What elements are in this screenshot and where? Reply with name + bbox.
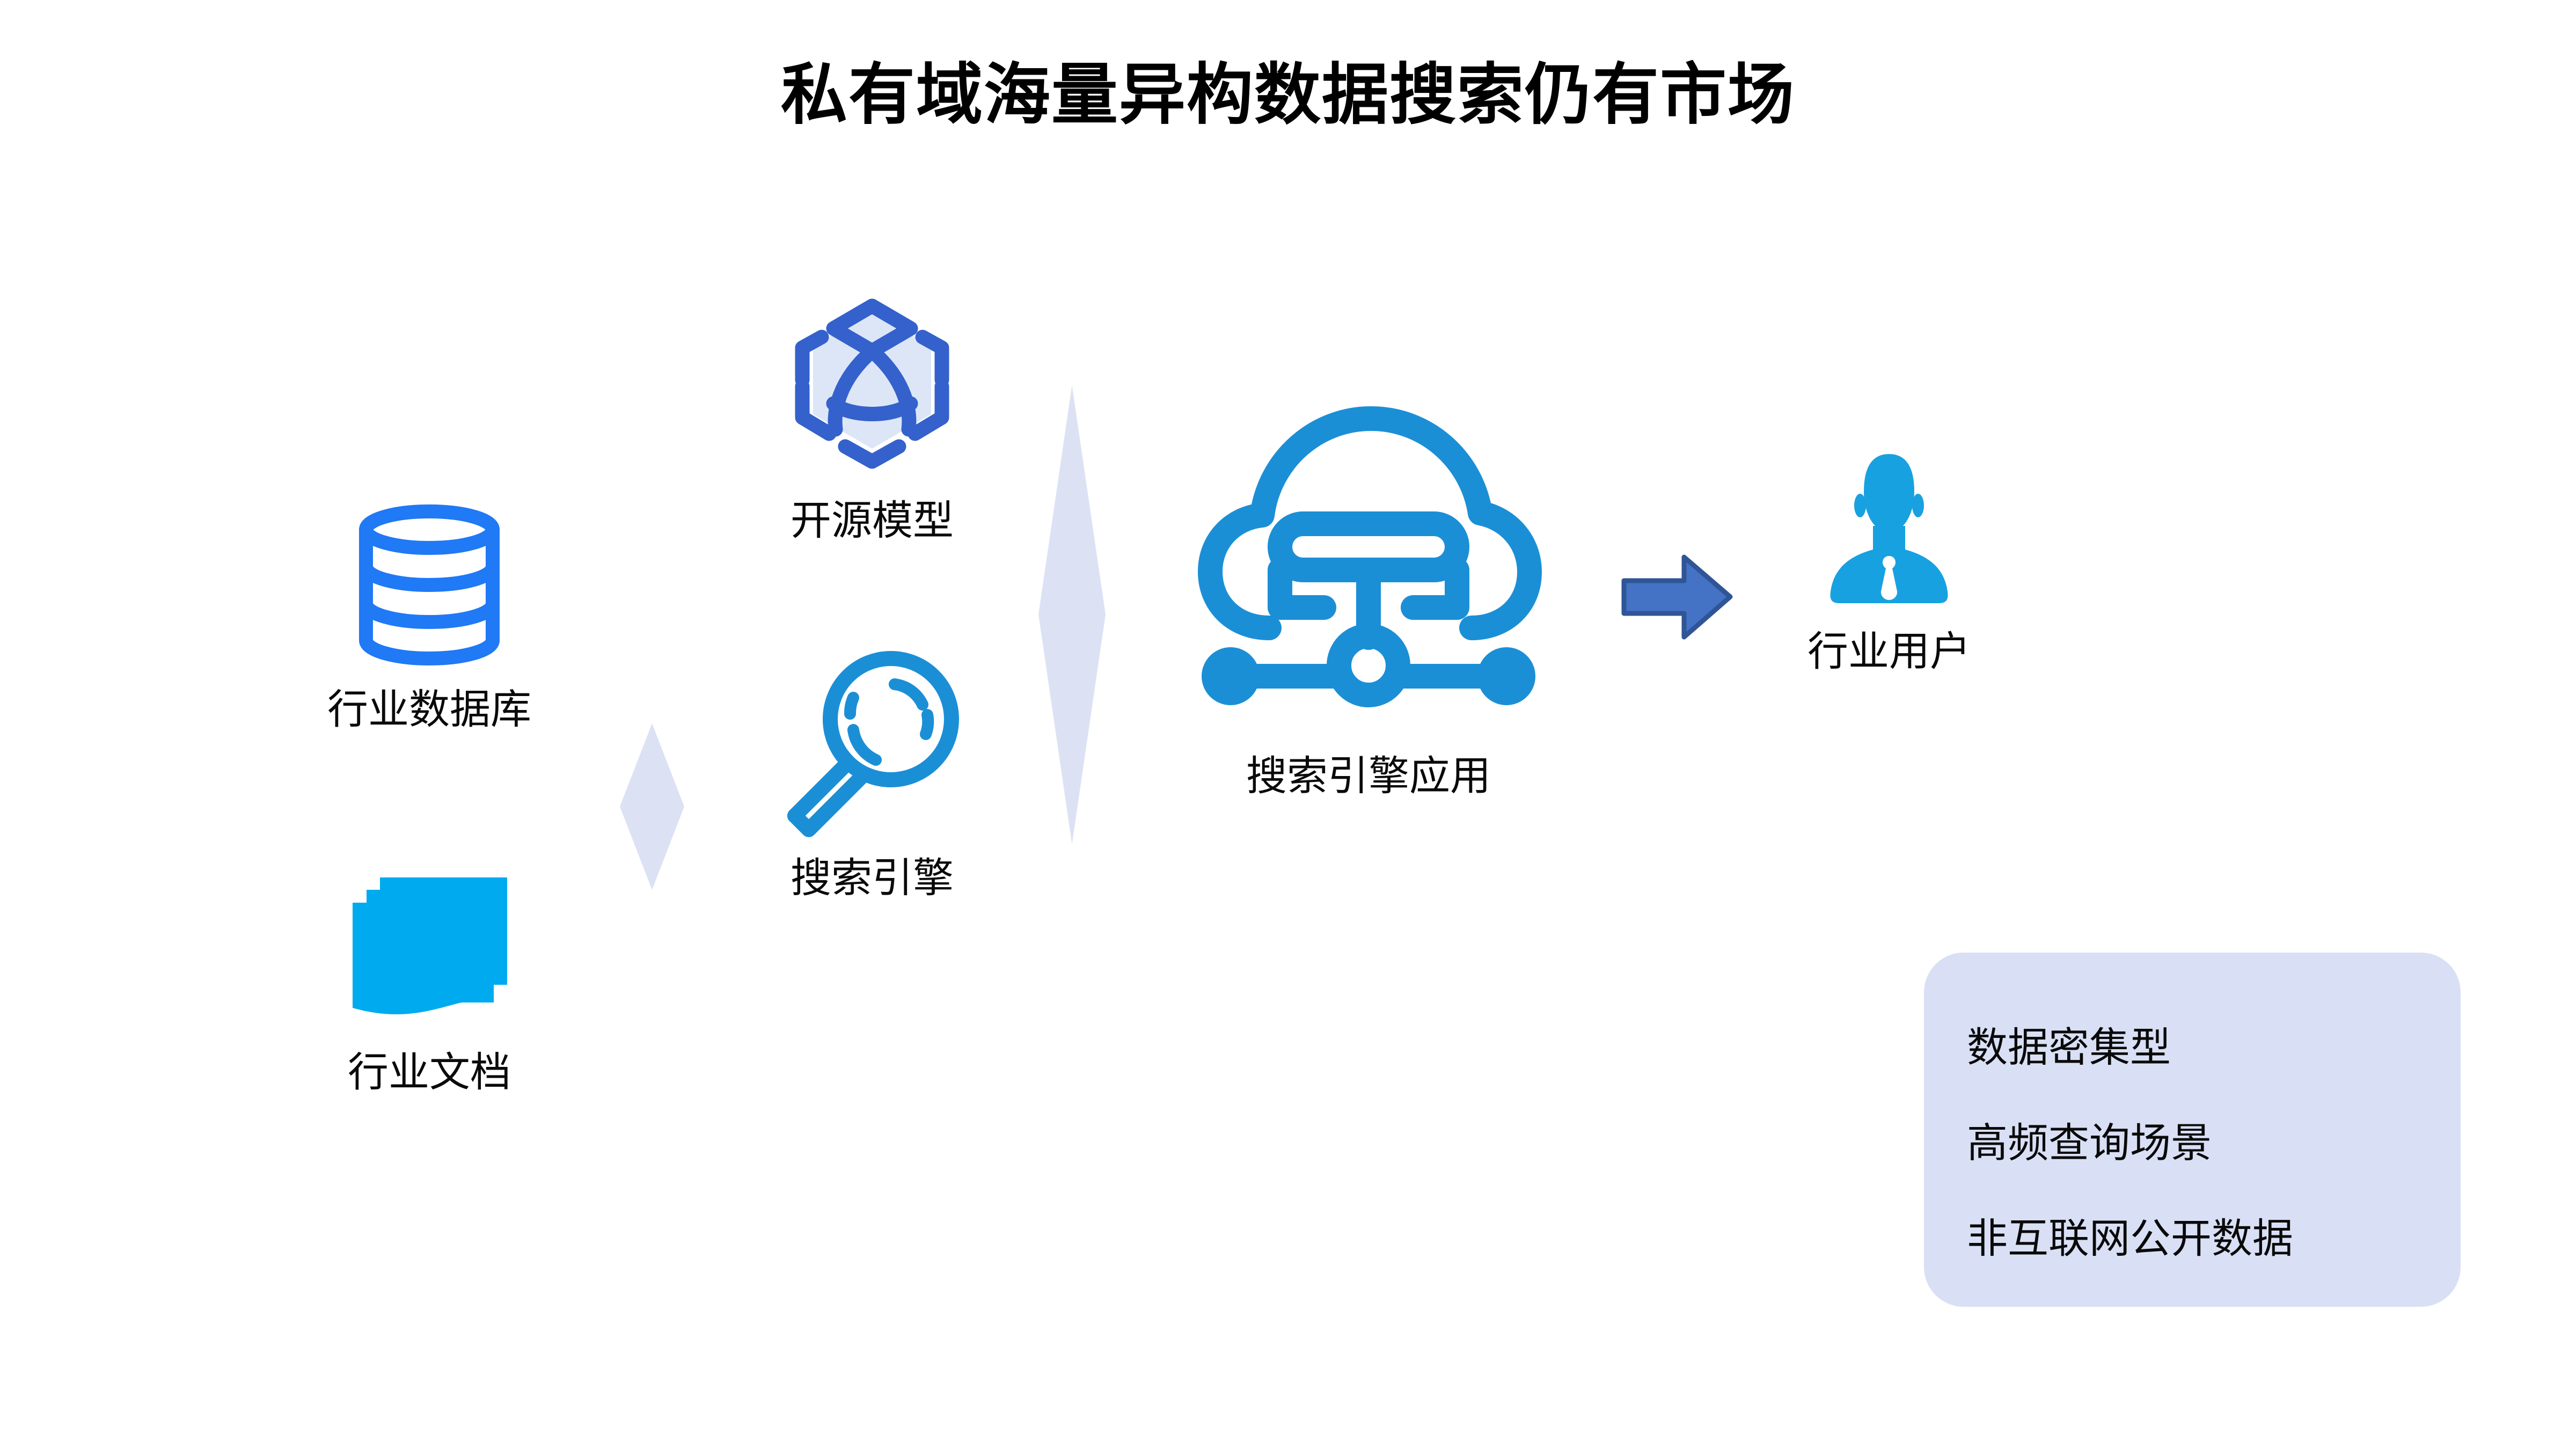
node-label-open-source-model: 开源模型: [791, 498, 954, 544]
node-label-industry-database: 行业数据库: [327, 687, 531, 733]
stacked-documents-icon: [346, 869, 513, 1028]
page-title: 私有域海量异构数据搜索仍有市场: [780, 58, 1795, 132]
node-label-industry-user: 行业用户: [1807, 629, 1971, 675]
node-open-source-model: 开源模型: [714, 279, 1030, 544]
diamond-connector-icon: [620, 723, 684, 892]
callout-line-2: 高频查询场景: [1967, 1121, 2212, 1166]
callout-line-1: 数据密集型: [1967, 1025, 2171, 1071]
node-industry-documents: 行业文档: [301, 869, 558, 1096]
node-industry-database: 行业数据库: [301, 504, 558, 733]
cloud-network-icon: [1183, 397, 1554, 733]
database-cylinder-icon: [357, 504, 502, 668]
node-label-search-engine-application: 搜索引擎应用: [1246, 753, 1491, 799]
callout-line-3: 非互联网公开数据: [1967, 1216, 2293, 1262]
node-search-engine-application: 搜索引擎应用: [1165, 397, 1572, 800]
node-label-search-engine: 搜索引擎: [791, 855, 954, 901]
magnifier-search-icon: [775, 649, 969, 840]
right-block-arrow-icon: [1621, 553, 1733, 644]
hexagon-globe-model-icon: [770, 279, 974, 486]
node-label-industry-documents: 行业文档: [348, 1050, 511, 1095]
diamond-connector-icon: [1038, 385, 1106, 847]
node-search-engine: 搜索引擎: [714, 649, 1030, 902]
business-person-icon: [1822, 451, 1956, 609]
callout-box: 数据密集型 高频查询场景 非互联网公开数据: [1924, 953, 2461, 1307]
node-industry-user: 行业用户: [1750, 451, 2029, 675]
